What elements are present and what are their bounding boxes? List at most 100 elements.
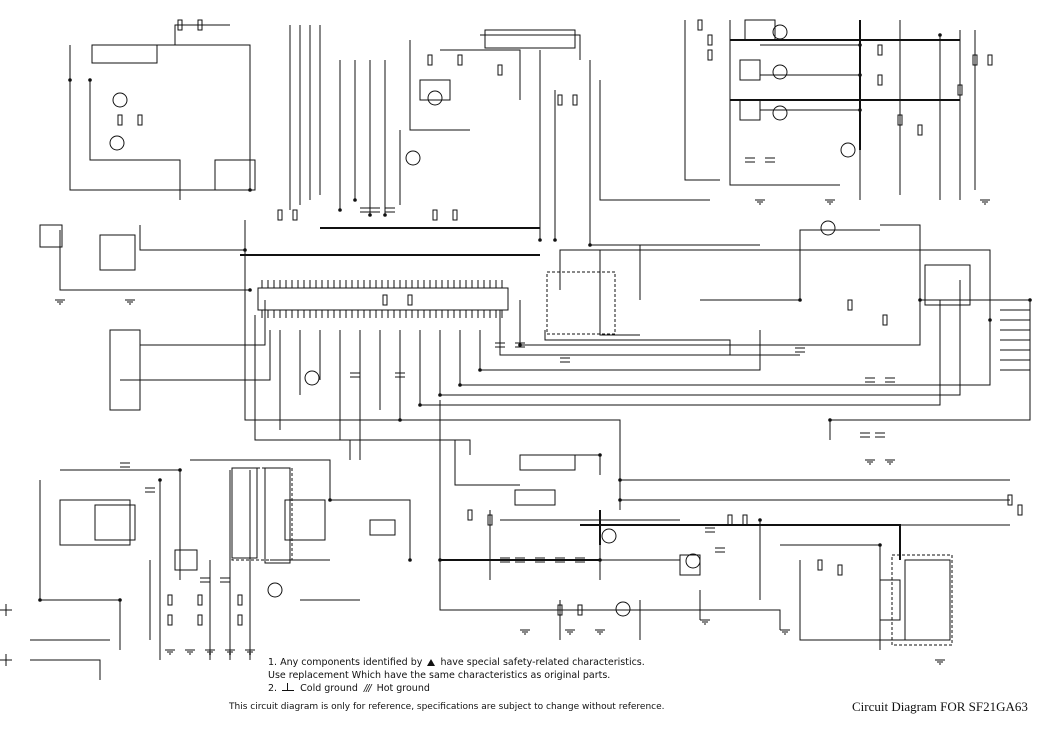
component-block (520, 455, 575, 470)
junction-dot (758, 518, 762, 522)
resistor (178, 20, 182, 30)
transistor (428, 91, 442, 105)
wire-network (30, 20, 1030, 680)
hot-ground-icon: /// (363, 683, 372, 694)
output-module-outline (892, 555, 952, 645)
tuner-shield-outline (547, 272, 615, 334)
wire-run (440, 280, 960, 395)
wire-run (190, 460, 330, 500)
resistor (168, 595, 172, 605)
resistor (198, 615, 202, 625)
resistor (898, 115, 902, 125)
junction-dot (38, 598, 42, 602)
resistor (708, 50, 712, 60)
resistor (168, 615, 172, 625)
junction-dot (918, 298, 922, 302)
component-block (110, 330, 140, 410)
component-block (740, 100, 760, 120)
junction-dot (178, 468, 182, 472)
junction-dot (398, 418, 402, 422)
resistor (878, 75, 882, 85)
wire-run (545, 330, 730, 355)
bus-line (580, 525, 900, 560)
component-block (370, 520, 395, 535)
resistor (198, 595, 202, 605)
resistor (848, 300, 852, 310)
transistor (602, 529, 616, 543)
wire-run (440, 400, 520, 610)
wire-run (800, 560, 930, 640)
wire-run (140, 300, 265, 345)
junction-dot (553, 238, 557, 242)
shielded-block-outlines (232, 272, 952, 645)
resistor (708, 35, 712, 45)
transistor (406, 151, 420, 165)
resistor (118, 115, 122, 125)
wire-run (460, 320, 990, 385)
wire-run (700, 230, 880, 300)
junction-dot (248, 188, 252, 192)
resistor (838, 565, 842, 575)
component-block (880, 580, 900, 620)
junction-dot (878, 543, 882, 547)
junction-dot (518, 343, 522, 347)
wire-run (70, 45, 250, 190)
component-block (745, 20, 775, 40)
wire-run (600, 80, 710, 200)
main-ic-body (258, 288, 508, 310)
component-block (60, 500, 130, 545)
note-1-suffix: have special safety-related characterist… (440, 657, 645, 668)
resistor (973, 55, 977, 65)
wire-run (60, 470, 180, 580)
resistor (138, 115, 142, 125)
resistor (878, 45, 882, 55)
component-block (95, 505, 135, 540)
resistor (958, 85, 962, 95)
wire-run (40, 600, 120, 650)
junction-dot (478, 368, 482, 372)
wire-run (440, 50, 520, 100)
wire-run (90, 80, 180, 200)
junction-dot (158, 478, 162, 482)
junction-dot (328, 498, 332, 502)
resistor (728, 515, 732, 525)
resistor (1018, 505, 1022, 515)
junction-dot (858, 43, 862, 47)
junction-dot (938, 33, 942, 37)
transistor (305, 371, 319, 385)
hot-ground-label: Hot ground (376, 683, 430, 694)
wire-run (330, 500, 410, 560)
wire-run (175, 25, 230, 45)
note-line-1: 1. Any components identified by have spe… (268, 656, 688, 669)
wire-run (590, 60, 760, 245)
junction-dot (383, 213, 387, 217)
resistor (238, 595, 242, 605)
resistor (433, 210, 437, 220)
resistor (488, 515, 492, 525)
registration-marks (0, 600, 14, 680)
warning-triangle-icon (427, 659, 436, 666)
transistor (113, 93, 127, 107)
resistor (988, 55, 992, 65)
junction-dots (38, 33, 1032, 602)
wire-run (830, 300, 1030, 440)
wire-run (150, 45, 250, 190)
component-block (925, 265, 970, 305)
resistor (558, 95, 562, 105)
wire-run (140, 225, 245, 250)
junction-dot (88, 78, 92, 82)
component-symbols (40, 20, 1022, 664)
component-block (905, 560, 950, 640)
junction-dot (1028, 298, 1032, 302)
cold-ground-icon (282, 683, 295, 691)
junction-dot (438, 393, 442, 397)
junction-dot (338, 208, 342, 212)
junction-dot (618, 498, 622, 502)
junction-dot (538, 238, 542, 242)
resistor (578, 605, 582, 615)
resistor (698, 20, 702, 30)
wire-run (685, 20, 720, 180)
cold-ground-label: Cold ground (300, 683, 358, 694)
resistor (743, 515, 747, 525)
transistor (773, 25, 787, 39)
